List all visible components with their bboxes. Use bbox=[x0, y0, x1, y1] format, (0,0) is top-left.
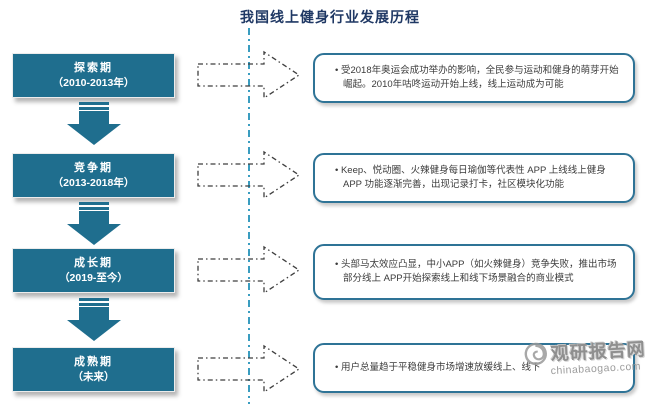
description-box-growth: 头部马太效应凸显，中小APP（如火辣健身）竞争失败，推出市场部分线上 APP开始… bbox=[313, 244, 635, 300]
down-arrow-icon bbox=[12, 200, 175, 245]
stage-name: 竞争期 bbox=[74, 161, 113, 174]
stage-name: 成熟期 bbox=[74, 355, 113, 368]
stage-box-competition: 竞争期 （2013-2018年） bbox=[12, 153, 175, 198]
description-box-maturity: 用户总量趋于平稳健身市场增速放缓线上、线下 bbox=[313, 343, 635, 393]
dashed-right-arrow-icon bbox=[197, 50, 301, 100]
description-box-competition: Keep、悦动圈、火辣健身每日瑜伽等代表性 APP 上线线上健身 APP 功能逐… bbox=[313, 153, 635, 203]
stage-period: （2013-2018年） bbox=[52, 176, 135, 189]
vertical-divider-dashed-line bbox=[248, 28, 250, 404]
stage-period: （未来） bbox=[72, 370, 115, 383]
stage-name: 探索期 bbox=[74, 61, 113, 74]
stage-box-maturity: 成熟期 （未来） bbox=[12, 347, 175, 392]
description-text: Keep、悦动圈、火辣健身每日瑜伽等代表性 APP 上线线上健身 APP 功能逐… bbox=[335, 164, 621, 192]
stage-box-exploration: 探索期 （2010-2013年） bbox=[12, 53, 175, 98]
dashed-right-arrow-icon bbox=[197, 344, 301, 394]
down-arrow-icon bbox=[12, 100, 175, 145]
stage-box-growth: 成长期 （2019-至今） bbox=[12, 248, 175, 293]
stage-period: （2010-2013年） bbox=[52, 76, 135, 89]
description-box-exploration: 受2018年奥运会成功举办的影响，全民参与运动和健身的萌芽开始崛起。2010年咕… bbox=[313, 53, 635, 103]
description-text: 头部马太效应凸显，中小APP（如火辣健身）竞争失败，推出市场部分线上 APP开始… bbox=[335, 258, 621, 286]
dashed-right-arrow-icon bbox=[197, 245, 301, 295]
page-title: 我国线上健身行业发展历程 bbox=[240, 9, 420, 25]
stage-period: （2019-至今） bbox=[59, 271, 128, 284]
watermark-logo-icon bbox=[524, 342, 547, 366]
description-text: 受2018年奥运会成功举办的影响，全民参与运动和健身的萌芽开始崛起。2010年咕… bbox=[335, 64, 621, 92]
down-arrow-icon bbox=[12, 296, 175, 341]
watermark: 观研报告网 chinabaogao.com bbox=[523, 334, 660, 378]
dashed-right-arrow-icon bbox=[197, 150, 301, 200]
description-text: 用户总量趋于平稳健身市场增速放缓线上、线下 bbox=[335, 361, 541, 375]
stage-name: 成长期 bbox=[74, 256, 113, 269]
